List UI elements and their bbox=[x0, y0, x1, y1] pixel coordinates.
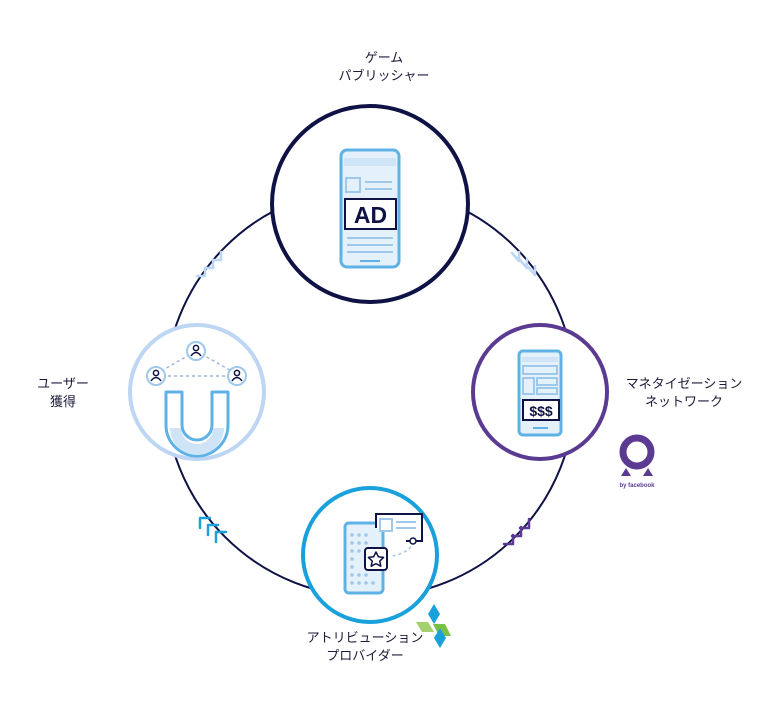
magnet-icon bbox=[164, 390, 230, 458]
flow-arrow-top-left bbox=[195, 250, 223, 278]
user-acquisition-label: ユーザー 獲得 bbox=[37, 377, 89, 410]
person-icon bbox=[227, 366, 247, 386]
publisher-node: AD bbox=[270, 104, 470, 304]
attribution-label: アトリビューション プロバイダー bbox=[306, 631, 424, 664]
flow-arrow-top-right bbox=[510, 250, 537, 277]
audience-network-logo: by facebook bbox=[619, 434, 655, 489]
flow-arrow-bottom-right bbox=[502, 517, 531, 546]
publisher-label: ゲーム パブリッシャー bbox=[338, 51, 430, 84]
person-icon bbox=[186, 341, 206, 361]
ad-label: AD bbox=[354, 202, 387, 228]
monetization-label: マネタイゼーション ネットワーク bbox=[625, 377, 743, 410]
price-phone-icon: $$$ bbox=[517, 349, 563, 437]
star-icon bbox=[367, 551, 385, 567]
person-icon bbox=[146, 366, 166, 386]
tracking-phone-icon bbox=[343, 513, 423, 595]
flow-arrow-bottom-left bbox=[198, 516, 228, 544]
people-network-icon bbox=[146, 341, 247, 386]
attribution-node bbox=[301, 486, 439, 624]
facebook-caption: by facebook bbox=[619, 483, 655, 489]
attribution-partner-logo bbox=[416, 604, 451, 648]
monetization-node: $$$ bbox=[471, 323, 609, 461]
user-acquisition-node bbox=[128, 323, 266, 461]
price-label: $$$ bbox=[529, 403, 553, 419]
ad-phone-icon: AD bbox=[339, 148, 401, 269]
